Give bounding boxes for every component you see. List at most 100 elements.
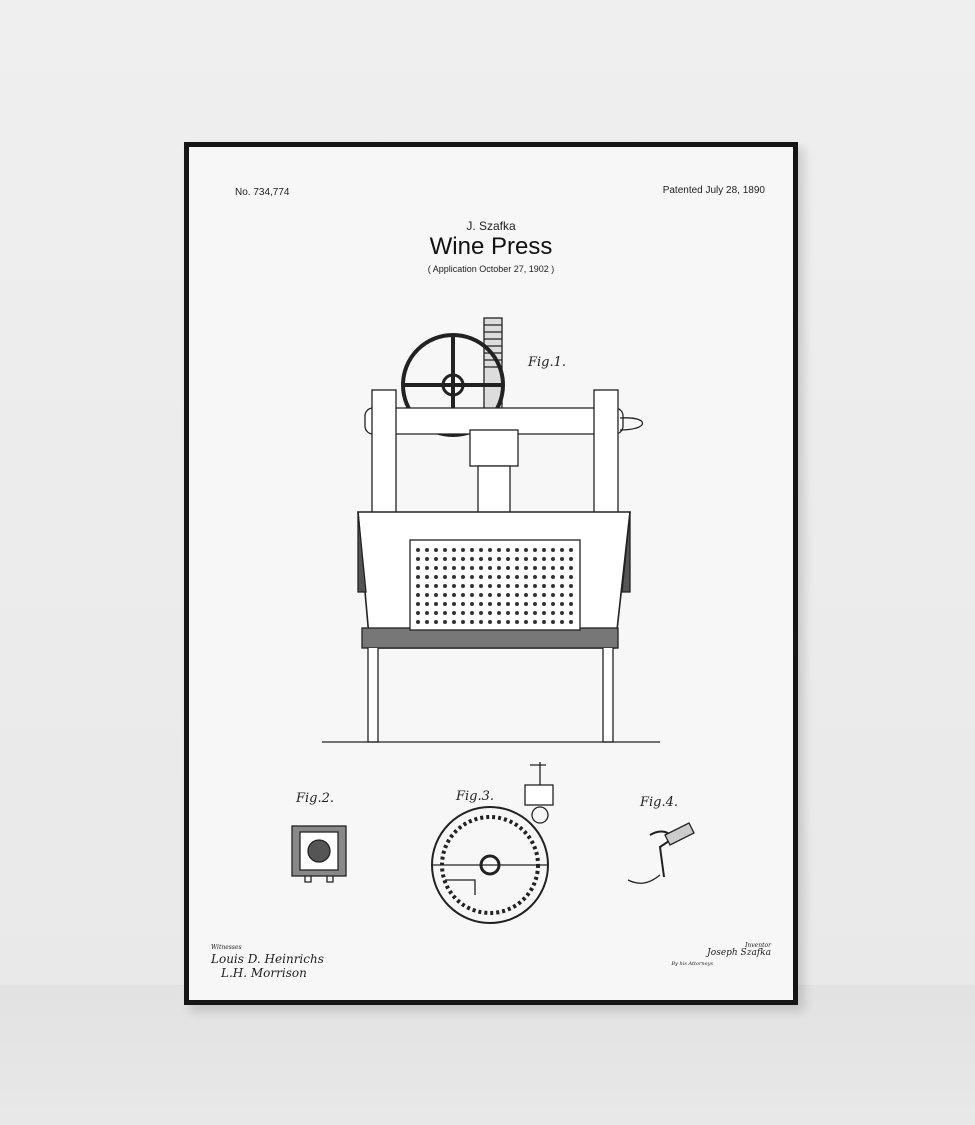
- basket-hole: [506, 548, 510, 552]
- basket-hole: [416, 584, 420, 588]
- basket-hole: [506, 602, 510, 606]
- basket-hole: [515, 566, 519, 570]
- basket-hole: [542, 566, 546, 570]
- basket-hole: [497, 620, 501, 624]
- basket-hole: [461, 602, 465, 606]
- basket-hole: [542, 584, 546, 588]
- basket-hole: [560, 611, 564, 615]
- basket-hole: [497, 566, 501, 570]
- basket-hole: [515, 575, 519, 579]
- basket-hole: [524, 557, 528, 561]
- basket-hole: [560, 557, 564, 561]
- basket-hole: [515, 548, 519, 552]
- basket-hole: [416, 566, 420, 570]
- basket-hole: [524, 566, 528, 570]
- basket-hole: [524, 611, 528, 615]
- basket-hole: [533, 620, 537, 624]
- basket-hole: [461, 557, 465, 561]
- basket-hole: [434, 620, 438, 624]
- basket-hole: [470, 566, 474, 570]
- basket-hole: [452, 548, 456, 552]
- basket-hole: [452, 575, 456, 579]
- patent-number: No. 734,774: [235, 187, 290, 198]
- basket-hole: [425, 602, 429, 606]
- fig2-label: Fig.2.: [295, 791, 334, 806]
- basket-hole: [551, 557, 555, 561]
- basket-hole: [542, 611, 546, 615]
- basket-hole: [470, 557, 474, 561]
- basket-hole: [470, 584, 474, 588]
- basket-hole: [533, 584, 537, 588]
- basket-hole: [452, 593, 456, 597]
- basket-hole: [461, 566, 465, 570]
- basket-hole: [452, 584, 456, 588]
- basket-hole: [515, 611, 519, 615]
- basket-hole: [569, 548, 573, 552]
- basket-hole: [488, 548, 492, 552]
- basket-hole: [542, 620, 546, 624]
- basket-hole: [425, 611, 429, 615]
- basket-hole: [506, 611, 510, 615]
- basket-hole: [425, 548, 429, 552]
- basket-hole: [542, 575, 546, 579]
- basket-hole: [551, 566, 555, 570]
- basket-hole: [470, 620, 474, 624]
- basket-hole: [416, 593, 420, 597]
- basket-hole: [425, 566, 429, 570]
- basket-hole: [551, 602, 555, 606]
- basket-hole: [560, 575, 564, 579]
- basket-hole: [560, 602, 564, 606]
- basket-hole: [506, 566, 510, 570]
- basket-hole: [515, 602, 519, 606]
- basket-hole: [533, 575, 537, 579]
- basket-hole: [551, 620, 555, 624]
- basket-hole: [524, 620, 528, 624]
- application-date: ( Application October 27, 1902 ): [427, 264, 555, 274]
- basket-hole: [443, 566, 447, 570]
- basket-hole: [524, 584, 528, 588]
- basket-hole: [569, 566, 573, 570]
- basket-hole: [443, 575, 447, 579]
- basket-hole: [434, 611, 438, 615]
- basket-hole: [488, 620, 492, 624]
- basket-hole: [506, 575, 510, 579]
- basket-hole: [425, 584, 429, 588]
- basket-hole: [524, 575, 528, 579]
- basket-hole: [434, 575, 438, 579]
- basket-hole: [479, 575, 483, 579]
- basket-hole: [461, 584, 465, 588]
- fig1-wine-press: (function(){const g=document.currentScri…: [322, 317, 660, 743]
- basket-hole: [452, 566, 456, 570]
- basket-hole: [452, 611, 456, 615]
- basket-hole: [533, 602, 537, 606]
- basket-hole: [443, 620, 447, 624]
- basket-hole: [533, 593, 537, 597]
- basket-hole: [551, 584, 555, 588]
- basket-hole: [560, 593, 564, 597]
- basket-hole: [452, 602, 456, 606]
- basket-hole: [497, 584, 501, 588]
- basket-hole: [533, 611, 537, 615]
- basket-hole: [515, 557, 519, 561]
- basket-hole: [443, 611, 447, 615]
- basket-hole: [497, 611, 501, 615]
- basket-hole: [461, 575, 465, 579]
- basket-hole: [569, 611, 573, 615]
- basket-hole: [416, 620, 420, 624]
- basket-hole: [506, 584, 510, 588]
- basket-hole: [416, 602, 420, 606]
- basket-hole: [488, 611, 492, 615]
- basket-hole: [515, 584, 519, 588]
- basket-hole: [551, 548, 555, 552]
- basket-hole: [443, 593, 447, 597]
- basket-hole: [551, 593, 555, 597]
- floor: [0, 985, 975, 1125]
- basket-hole: [542, 557, 546, 561]
- basket-hole: [470, 593, 474, 597]
- witness-signature-1: Louis D. Heinrichs: [211, 952, 324, 966]
- basket-hole: [416, 611, 420, 615]
- basket-hole: [551, 611, 555, 615]
- basket-hole: [479, 548, 483, 552]
- basket-hole: [425, 575, 429, 579]
